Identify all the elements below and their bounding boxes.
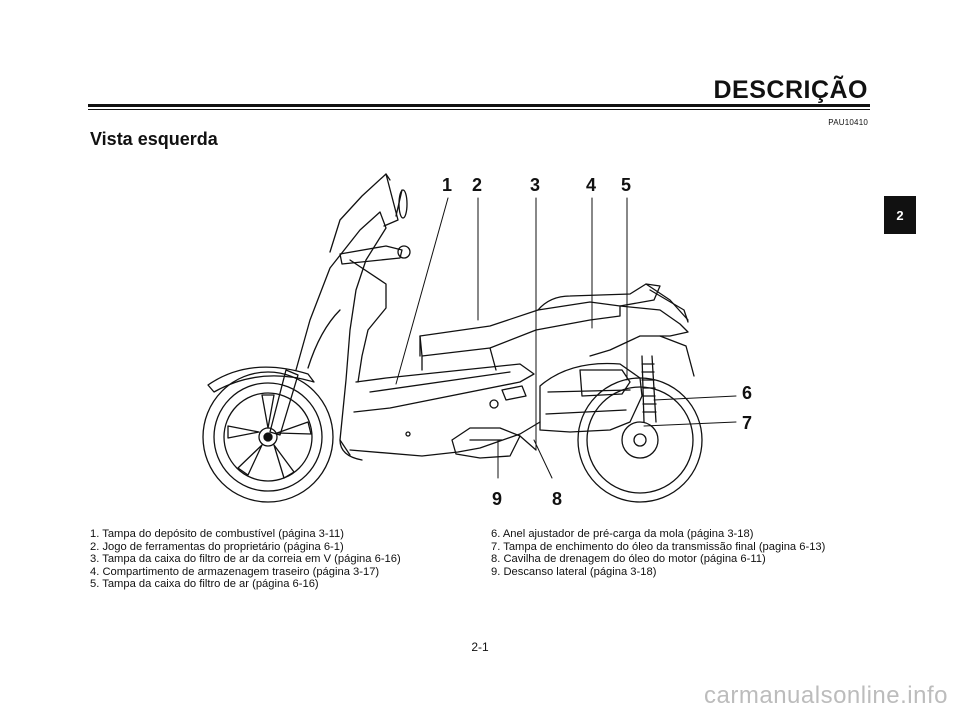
leader-lines — [395, 197, 737, 479]
callout-2: 2 — [472, 175, 483, 195]
legend-item: 7. Tampa de enchimento do óleo da transm… — [491, 540, 826, 553]
callout-1: 1 — [442, 175, 453, 195]
callout-9: 9 — [492, 489, 503, 509]
legend-left-column: 1. Tampa do depósito de combustível (pág… — [90, 528, 401, 591]
chapter-tab[interactable]: 2 — [884, 196, 916, 234]
legend-item: 9. Descanso lateral (página 3-18) — [491, 565, 657, 578]
legend-item: 4. Compartimento de armazenagem traseiro… — [90, 565, 380, 578]
legend-item: 1. Tampa do depósito de combustível (pág… — [90, 528, 344, 540]
legend-item: 6. Anel ajustador de pré-carga da mola (… — [491, 528, 754, 540]
scooter-illustration: 1 2 3 4 5 6 7 8 9 — [190, 160, 780, 520]
watermark: carmanualsonline.info — [704, 682, 948, 709]
legend-item: 2. Jogo de ferramentas do proprietário (… — [90, 540, 344, 553]
legend-item: 8. Cavilha de drenagem do óleo do motor … — [491, 553, 766, 566]
scooter-drawing — [202, 173, 737, 503]
reference-code: PAU10410 — [828, 118, 868, 127]
callout-3: 3 — [530, 175, 541, 195]
callout-8: 8 — [552, 489, 563, 509]
front-wheel — [202, 371, 334, 503]
callout-5: 5 — [621, 175, 632, 195]
callout-7: 7 — [742, 413, 753, 433]
legend-right-column: 6. Anel ajustador de pré-carga da mola (… — [491, 528, 825, 578]
legend-item: 5. Tampa da caixa do filtro de ar (págin… — [90, 578, 319, 591]
header-rule-thin — [88, 109, 870, 110]
header-rule-thick — [88, 104, 870, 107]
callout-6: 6 — [742, 383, 753, 403]
callout-4: 4 — [586, 175, 597, 195]
rear-wheel — [577, 377, 703, 503]
page-number: 2-1 — [471, 640, 489, 654]
legend-item: 3. Tampa da caixa do filtro de ar da cor… — [90, 553, 401, 566]
header-title: DESCRIÇÃO — [713, 76, 868, 104]
section-title: Vista esquerda — [90, 129, 218, 149]
